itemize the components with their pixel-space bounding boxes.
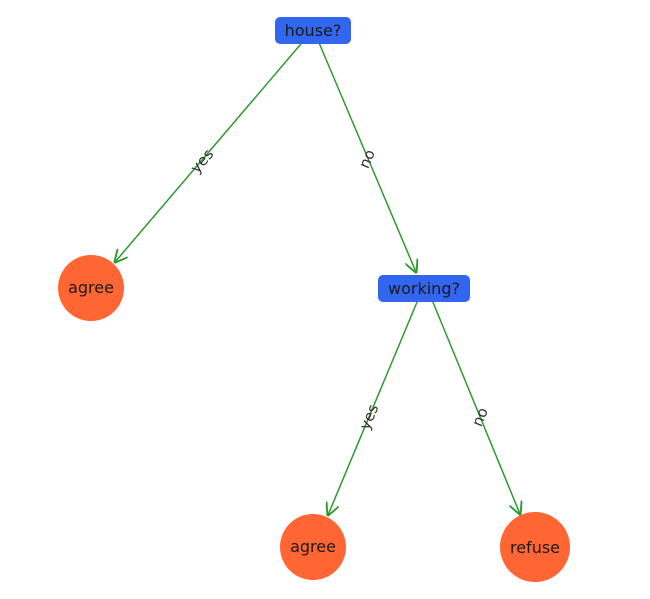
edge-label-root-no: no [355, 147, 379, 171]
edge-working-to-refuse [429, 294, 520, 514]
decision-node-label: working? [388, 279, 460, 298]
decision-node-house: house? [275, 17, 351, 44]
edge-root-to-agree [115, 37, 307, 262]
leaf-node-label: agree [290, 537, 336, 556]
decision-node-box [378, 275, 470, 302]
decision-node-label: house? [285, 21, 342, 40]
edge-labels-group: yes no yes no [187, 145, 492, 432]
edge-label-working-yes: yes [356, 401, 383, 432]
leaf-node-circle [58, 255, 124, 321]
edge-root-to-working [316, 37, 416, 272]
leaf-node-circle [500, 512, 570, 582]
leaf-node-agree-left: agree [58, 255, 124, 321]
edges-group [115, 37, 520, 515]
leaf-node-label: refuse [510, 538, 560, 557]
leaf-node-label: agree [68, 278, 114, 297]
edge-working-to-agree [328, 294, 421, 515]
leaf-node-agree-bottom: agree [280, 514, 346, 580]
leaf-node-circle [280, 514, 346, 580]
decision-node-box [275, 17, 351, 44]
edge-label-working-no: no [468, 405, 492, 429]
decision-node-working: working? [378, 275, 470, 302]
leaf-node-refuse: refuse [500, 512, 570, 582]
